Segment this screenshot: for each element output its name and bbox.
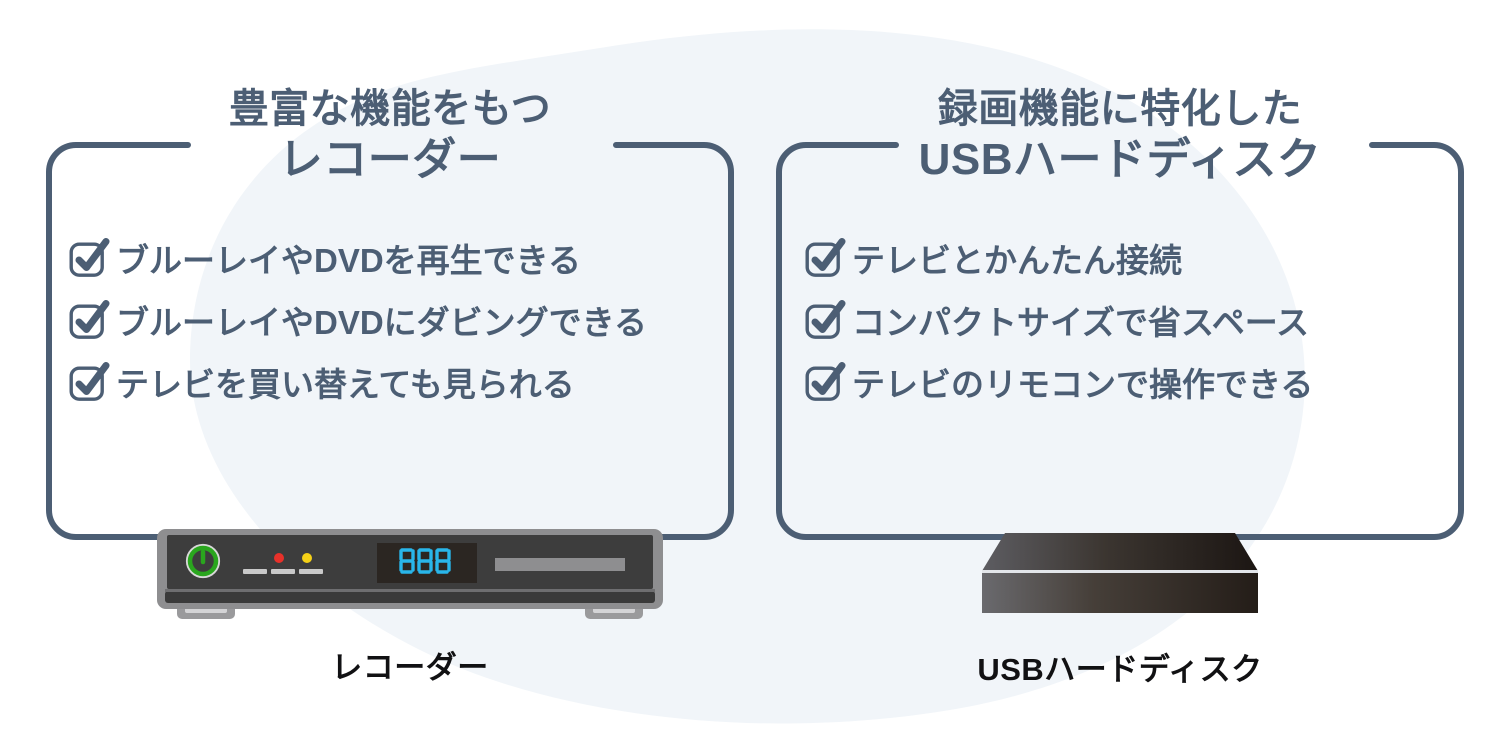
- usb-hdd-front-face: [982, 573, 1258, 613]
- checkbox-checked-icon: [804, 300, 846, 342]
- device-caption-usb-hdd: USBハードディスク: [977, 652, 1263, 687]
- panel-recorder: 豊富な機能をもつ レコーダー ブルーレイやDVDを再生できる: [46, 86, 734, 552]
- panel-title-recorder: 豊富な機能をもつ レコーダー: [46, 86, 734, 185]
- recorder-button-3: [299, 569, 323, 574]
- feature-label: ブルーレイやDVDにダビングできる: [116, 303, 648, 341]
- checkbox-checked-icon: [68, 300, 110, 342]
- list-item: ブルーレイやDVDにダビングできる: [46, 291, 734, 353]
- list-item: テレビとかんたん接続: [776, 229, 1464, 291]
- recorder-button-2: [271, 569, 295, 574]
- panel-title-line2: レコーダー: [278, 135, 502, 185]
- panel-title-line1: 録画機能に特化した: [937, 87, 1303, 131]
- panel-title-line1: 豊富な機能をもつ: [228, 87, 552, 131]
- feature-label: ブルーレイやDVDを再生できる: [116, 241, 582, 279]
- feature-list-recorder: ブルーレイやDVDを再生できる ブルーレイやDVDにダビングできる: [46, 229, 734, 415]
- feature-label: テレビを買い替えても見られる: [116, 365, 575, 403]
- checkbox-checked-icon: [68, 362, 110, 404]
- device-caption-recorder: レコーダー: [331, 650, 489, 685]
- panel-title-usb-hdd: 録画機能に特化した USBハードディスク: [776, 86, 1464, 185]
- power-button-icon: [185, 543, 221, 579]
- usb-hdd-seam: [982, 570, 1258, 573]
- panel-title-line2: USBハードディスク: [918, 135, 1322, 185]
- list-item: テレビのリモコンで操作できる: [776, 353, 1464, 415]
- led-red-icon: [274, 553, 284, 563]
- feature-list-usb-hdd: テレビとかんたん接続 コンパクトサイズで省スペース: [776, 229, 1464, 415]
- list-item: ブルーレイやDVDを再生できる: [46, 229, 734, 291]
- checkbox-checked-icon: [804, 362, 846, 404]
- panel-usb-hdd: 録画機能に特化した USBハードディスク テレビとかんたん接続: [776, 86, 1464, 552]
- feature-label: テレビとかんたん接続: [852, 241, 1182, 279]
- usb-hdd-top-face: [982, 533, 1258, 571]
- feature-label: コンパクトサイズで省スペース: [852, 303, 1310, 341]
- device-recorder: レコーダー: [150, 525, 670, 687]
- checkbox-checked-icon: [804, 238, 846, 280]
- list-item: コンパクトサイズで省スペース: [776, 291, 1464, 353]
- checkbox-checked-icon: [68, 238, 110, 280]
- recorder-disc-tray: [495, 558, 625, 571]
- device-usb-hdd: USBハードディスク: [960, 525, 1280, 689]
- usb-hdd-illustration: [982, 533, 1258, 613]
- feature-label: テレビのリモコンで操作できる: [852, 365, 1314, 403]
- recorder-illustration: [157, 529, 663, 619]
- led-yellow-icon: [302, 553, 312, 563]
- list-item: テレビを買い替えても見られる: [46, 353, 734, 415]
- recorder-button-1: [243, 569, 267, 574]
